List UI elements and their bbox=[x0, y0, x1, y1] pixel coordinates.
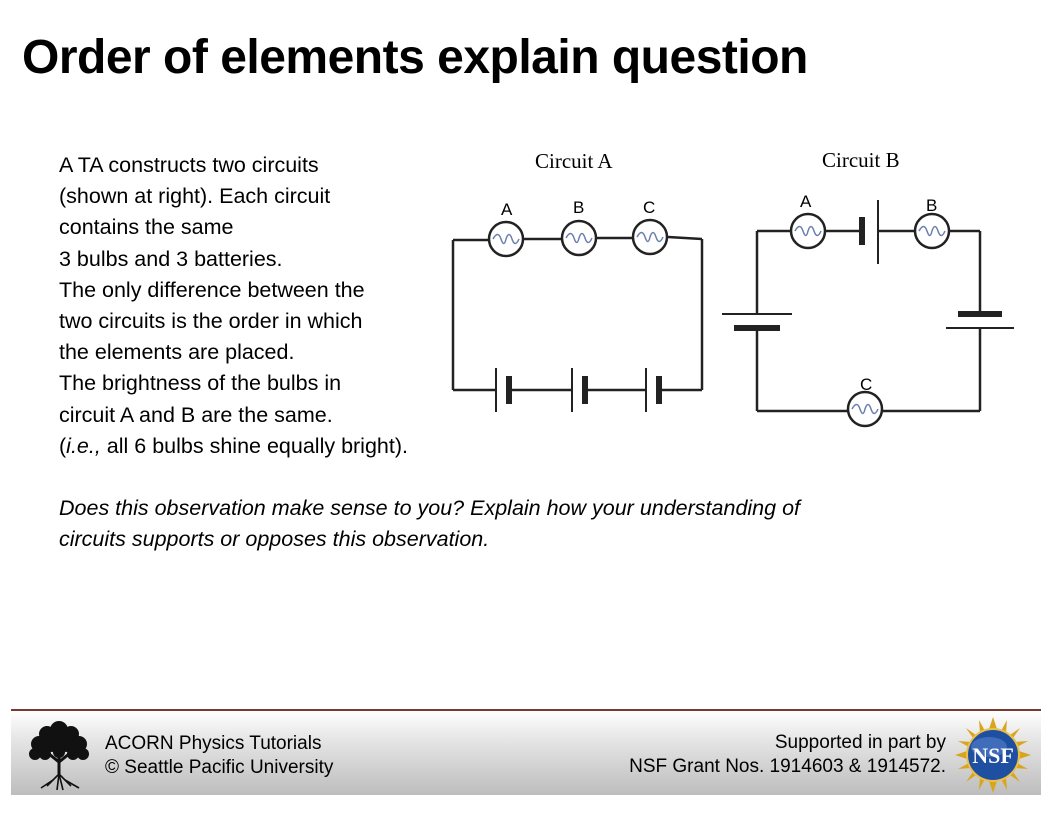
paragraph-line: (shown at right). Each circuit bbox=[59, 184, 331, 209]
bulb-icon bbox=[560, 219, 598, 257]
battery-icon bbox=[946, 311, 1014, 329]
bulb-label: B bbox=[573, 198, 584, 217]
circuit-diagrams: Circuit A Circuit B A B C A B C bbox=[451, 148, 1014, 428]
footer-credit-line: ACORN Physics Tutorials bbox=[105, 733, 322, 754]
footer-funding-line: Supported in part by bbox=[774, 732, 946, 753]
bulb-icon bbox=[631, 218, 669, 256]
question-line: circuits supports or opposes this observ… bbox=[59, 527, 490, 551]
circuit-b-wires bbox=[755, 229, 982, 413]
bulb-icon bbox=[789, 212, 827, 250]
nsf-logo-text: NSF bbox=[972, 743, 1014, 768]
circuit-a-title: Circuit A bbox=[535, 149, 613, 173]
paragraph-line: contains the same bbox=[59, 215, 234, 240]
circuit-b-batteries bbox=[722, 200, 1014, 331]
footer-credits: ACORN Physics Tutorials © Seattle Pacifi… bbox=[105, 732, 333, 780]
battery-icon bbox=[859, 200, 879, 264]
footer-funding: Supported in part by NSF Grant Nos. 1914… bbox=[629, 731, 946, 779]
paragraph-line: A TA constructs two circuits bbox=[59, 153, 319, 177]
question-line: Does this observation make sense to you?… bbox=[59, 496, 800, 520]
battery-icon bbox=[495, 368, 512, 412]
ie-abbrev: i.e., bbox=[66, 433, 101, 458]
open-paren: ( bbox=[59, 433, 67, 458]
footer: ACORN Physics Tutorials © Seattle Pacifi… bbox=[11, 709, 1041, 795]
paragraph-line: 3 bulbs and 3 batteries. bbox=[59, 246, 283, 271]
bulb-label: B bbox=[926, 196, 937, 215]
bulb-label: C bbox=[860, 375, 872, 394]
paragraph-line: the elements are placed. bbox=[59, 340, 295, 365]
bulb-label: C bbox=[643, 198, 655, 217]
circuit-a-wires bbox=[451, 235, 704, 392]
last-line-rest: all 6 bulbs shine equally bright). bbox=[100, 433, 408, 458]
circuit-b-title: Circuit B bbox=[822, 148, 900, 172]
footer-funding-line: NSF Grant Nos. 1914603 & 1914572. bbox=[629, 756, 946, 777]
bulb-icon bbox=[846, 390, 884, 428]
paragraph-last-line: (i.e., all 6 bulbs shine equally bright)… bbox=[59, 431, 499, 462]
paragraph-line: two circuits is the order in which bbox=[59, 309, 363, 334]
question-prompt: Does this observation make sense to you?… bbox=[59, 493, 999, 555]
description-paragraph: A TA constructs two circuits (shown at r… bbox=[59, 150, 499, 462]
circuit-a-batteries bbox=[495, 368, 662, 412]
paragraph-line: The brightness of the bulbs in bbox=[59, 371, 342, 396]
footer-credit-line: © Seattle Pacific University bbox=[105, 757, 334, 778]
battery-icon bbox=[722, 313, 792, 331]
battery-icon bbox=[571, 368, 588, 412]
paragraph-line: The only difference between the bbox=[59, 277, 365, 302]
bulb-label: A bbox=[501, 200, 513, 219]
battery-icon bbox=[645, 368, 662, 412]
bulb-icon bbox=[487, 220, 525, 258]
bulb-icon bbox=[913, 212, 951, 250]
acorn-tree-logo-icon bbox=[29, 721, 89, 791]
paragraph-line: circuit A and B are the same. bbox=[59, 402, 333, 427]
nsf-logo-icon: NSF bbox=[955, 717, 1031, 793]
bulb-label: A bbox=[800, 192, 812, 211]
slide-title: Order of elements explain question bbox=[22, 31, 808, 84]
